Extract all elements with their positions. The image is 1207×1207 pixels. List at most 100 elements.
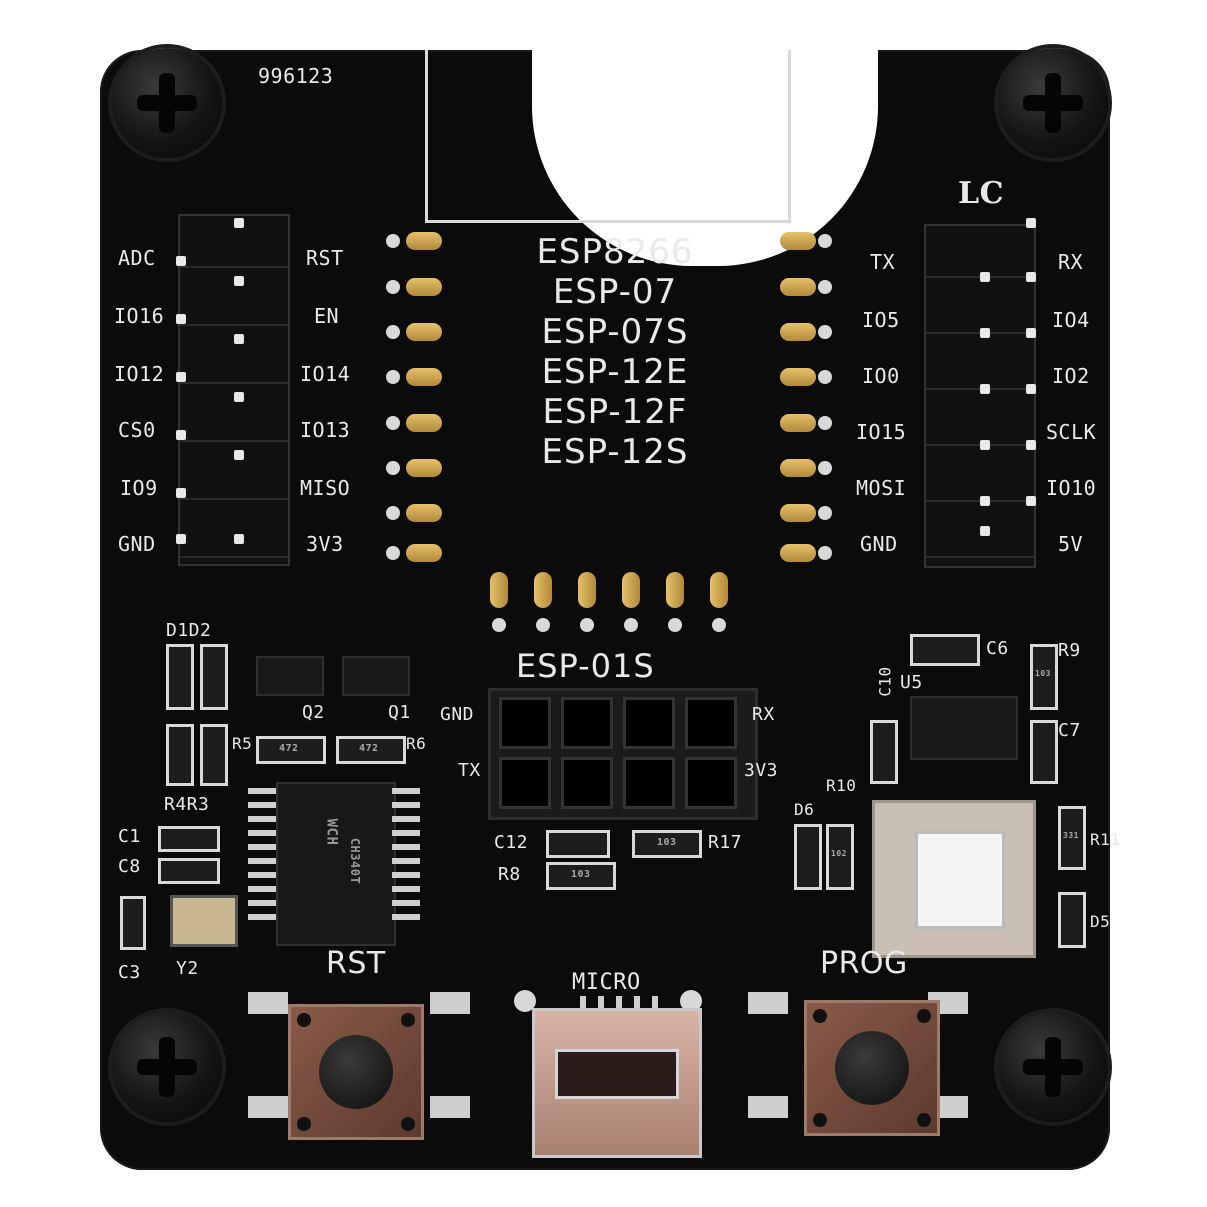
capacitor-c3: [120, 896, 146, 950]
label-c8: C8: [118, 856, 141, 877]
module-esp12s: ESP-12S: [541, 432, 689, 472]
resistor-r9: 103: [1030, 644, 1058, 710]
slide-switch-knob[interactable]: [915, 831, 1005, 929]
left-inner-label-2: IO14: [300, 362, 351, 386]
capacitor-c10: [870, 720, 898, 784]
right-inner-label-2: IO0: [862, 364, 900, 388]
led-d1: [166, 644, 194, 710]
esp01s-socket[interactable]: [488, 688, 758, 820]
left-inner-label-3: IO13: [300, 418, 351, 442]
right-outer-label-0: RX: [1058, 250, 1084, 274]
left-outer-label-4: IO9: [120, 476, 158, 500]
mode-slide-switch[interactable]: [872, 800, 1036, 958]
left-outer-label-3: CS0: [118, 418, 156, 442]
resistor-r6: 472: [336, 736, 406, 764]
label-r10: R10: [826, 776, 857, 795]
right-pin-header[interactable]: [924, 218, 1036, 568]
capacitor-c7: [1030, 720, 1058, 784]
esp01s-label: ESP-01S: [516, 647, 655, 685]
serial-number: 996123: [258, 64, 334, 88]
label-r5: R5: [232, 734, 253, 753]
capacitor-c1: [158, 826, 220, 852]
right-outer-label-4: IO10: [1046, 476, 1097, 500]
resistor-r5: 472: [256, 736, 326, 764]
chip-brand: WCH: [323, 818, 340, 846]
label-y2: Y2: [176, 958, 199, 979]
label-c12: C12: [494, 832, 529, 853]
screw-top-right: [998, 48, 1108, 158]
left-outer-label-5: GND: [118, 532, 156, 556]
right-outer-label-1: IO4: [1052, 308, 1090, 332]
left-outer-label-1: IO16: [114, 304, 165, 328]
brand-logo: LC: [958, 176, 1004, 211]
led-d5: [1058, 892, 1086, 948]
capacitor-c6: [910, 634, 980, 666]
right-outer-label-2: IO2: [1052, 364, 1090, 388]
esp01s-left-label-1: TX: [458, 760, 481, 781]
crystal-y2: [170, 895, 238, 947]
label-r17: R17: [708, 832, 743, 853]
screw-bottom-left: [112, 1012, 222, 1122]
label-c10: C10: [875, 666, 895, 697]
right-inner-label-4: MOSI: [856, 476, 907, 500]
resistor-r8: 103: [546, 862, 616, 890]
left-inner-label-1: EN: [314, 304, 340, 328]
right-inner-label-0: TX: [870, 250, 896, 274]
screw-top-left: [112, 48, 222, 158]
left-pin-header[interactable]: [176, 214, 290, 566]
label-d5: D5: [1090, 912, 1111, 931]
module-esp12f: ESP-12F: [542, 392, 688, 432]
usb-label: MICRO: [572, 970, 641, 995]
transistor-q2: [256, 656, 324, 696]
label-c3: C3: [118, 962, 141, 983]
label-c6: C6: [986, 638, 1009, 659]
label-r11: R11: [1090, 830, 1121, 849]
chip-model: CH340T: [348, 837, 363, 885]
label-r8: R8: [498, 864, 521, 885]
left-outer-label-2: IO12: [114, 362, 165, 386]
label-r9: R9: [1058, 640, 1081, 661]
label-d1d2: D1D2: [166, 620, 212, 641]
transistor-q1: [342, 656, 410, 696]
resistor-r17: 103: [632, 830, 702, 858]
rst-button[interactable]: [288, 1004, 424, 1140]
right-inner-label-1: IO5: [862, 308, 900, 332]
esp01s-left-label-0: GND: [440, 704, 475, 725]
module-list: ESP8266 ESP-07 ESP-07S ESP-12E ESP-12F E…: [495, 232, 735, 472]
left-outer-label-0: ADC: [118, 246, 156, 270]
capacitor-c8: [158, 858, 220, 884]
usb-mount-hole-right: [680, 990, 702, 1012]
resistor-r10: 102: [826, 824, 854, 890]
label-r4r3: R4R3: [164, 794, 210, 815]
left-inner-label-5: 3V3: [306, 532, 344, 556]
usb-serial-chip: WCH CH340T: [276, 782, 396, 946]
right-inner-label-3: IO15: [856, 420, 907, 444]
label-c1: C1: [118, 826, 141, 847]
esp01s-right-label-0: RX: [752, 704, 775, 725]
module-esp8266: ESP8266: [536, 232, 694, 272]
esp01s-right-label-1: 3V3: [744, 760, 779, 781]
led-d6: [794, 824, 822, 890]
usb-mount-hole-left: [514, 990, 536, 1012]
module-esp07: ESP-07: [552, 272, 678, 312]
led-d2: [200, 644, 228, 710]
label-q2: Q2: [302, 702, 325, 723]
label-q1: Q1: [388, 702, 411, 723]
right-inner-label-5: GND: [860, 532, 898, 556]
label-c7: C7: [1058, 720, 1081, 741]
capacitor-c12: [546, 830, 610, 858]
module-esp12e: ESP-12E: [541, 352, 689, 392]
left-inner-label-4: MISO: [300, 476, 351, 500]
left-inner-label-0: RST: [306, 246, 344, 270]
prog-button[interactable]: [804, 1000, 940, 1136]
right-outer-label-3: SCLK: [1046, 420, 1097, 444]
resistor-r3: [200, 724, 228, 786]
regulator-u5: [910, 696, 1018, 760]
micro-usb-port[interactable]: [532, 1008, 702, 1158]
label-r6: R6: [406, 734, 427, 753]
right-outer-label-5: 5V: [1058, 532, 1084, 556]
label-u5: U5: [900, 672, 923, 693]
screw-bottom-right: [998, 1012, 1108, 1122]
rst-label: RST: [326, 946, 386, 981]
resistor-r4: [166, 724, 194, 786]
